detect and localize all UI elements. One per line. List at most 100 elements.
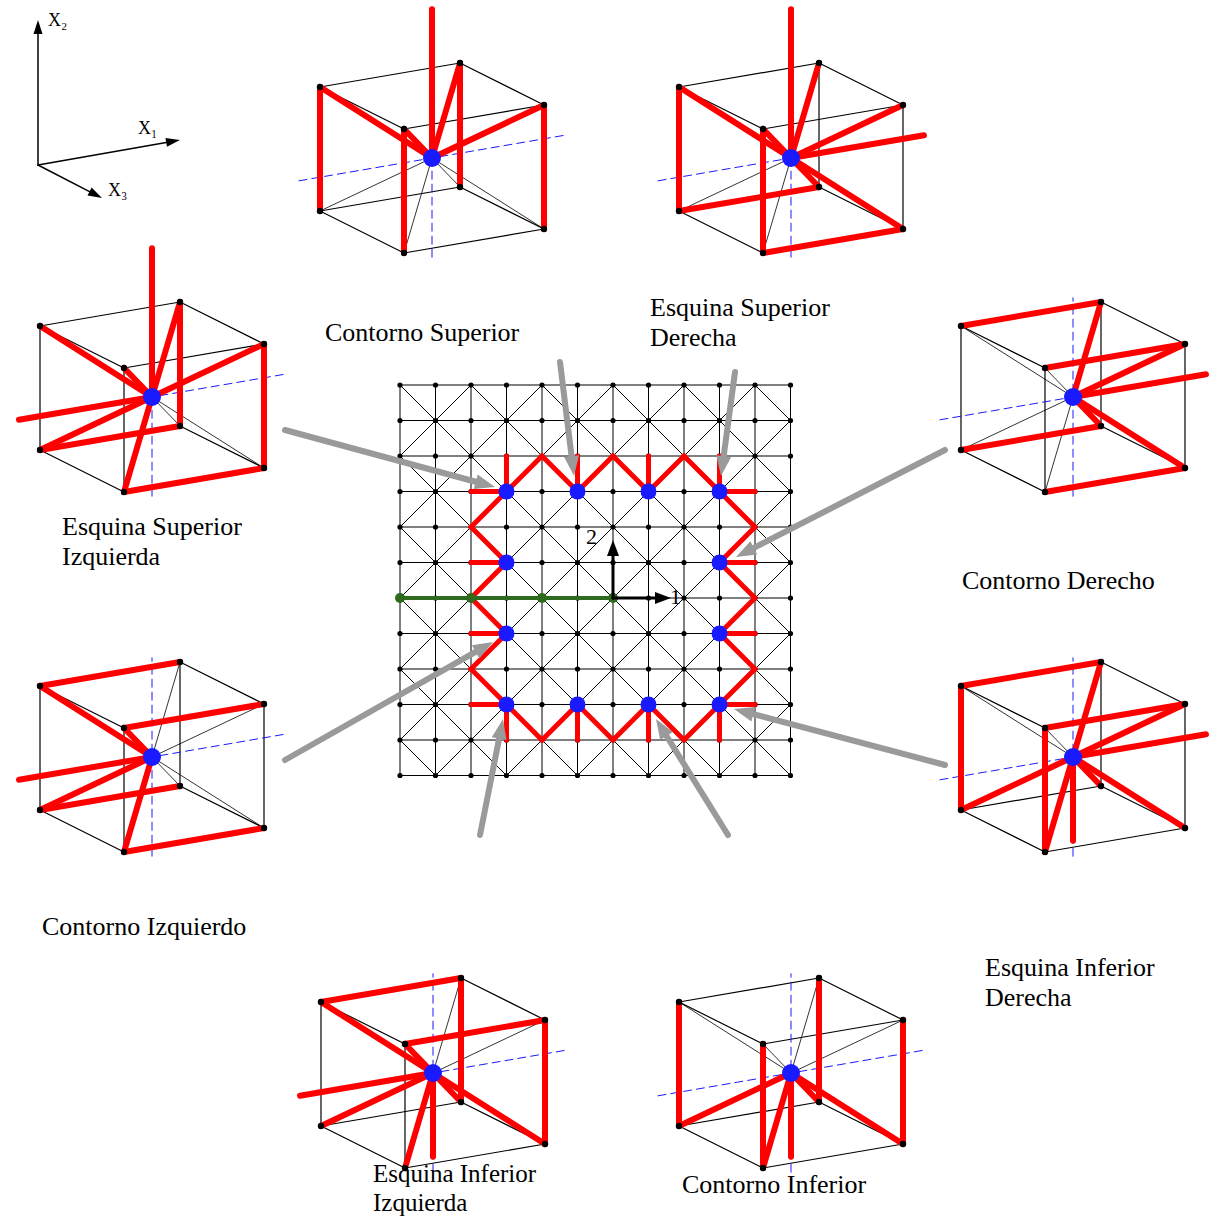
interface-bar <box>300 1073 433 1096</box>
interface-bar <box>1042 728 1048 852</box>
mesh-node <box>717 524 722 529</box>
mesh-diagonal <box>720 385 756 421</box>
interface-bar <box>458 978 464 1102</box>
cube-edge <box>180 662 264 704</box>
interface-bar <box>152 344 264 397</box>
cube-node <box>816 975 822 981</box>
cube-edge <box>1045 468 1185 492</box>
cube-edge <box>263 704 264 828</box>
mesh-diagonal <box>720 740 756 776</box>
mesh-node <box>717 382 722 387</box>
interface-bar <box>676 1002 682 1126</box>
interface-bar <box>816 978 822 1102</box>
mesh-diagonal <box>684 421 720 457</box>
mesh-node <box>646 418 651 423</box>
interface-bar <box>679 87 791 158</box>
leader-arrow-head <box>564 455 579 476</box>
green-node <box>395 593 405 603</box>
cube-node <box>177 423 183 429</box>
interface-bar <box>760 129 766 253</box>
mesh-node <box>504 382 509 387</box>
cube-bar <box>679 1073 791 1126</box>
cube-edge <box>404 1044 405 1168</box>
cube-edge <box>1101 662 1185 704</box>
cube-node <box>121 489 127 495</box>
cube-edge <box>902 1020 903 1144</box>
cube-node <box>1098 299 1104 305</box>
cube-edge <box>404 229 544 253</box>
axis-label: X₂ <box>48 10 67 31</box>
mesh-diagonal <box>578 740 614 776</box>
interface-bar <box>763 1073 791 1168</box>
local-axis-arrow-head <box>607 540 619 556</box>
cube-edge <box>124 828 264 852</box>
mesh-node <box>575 773 580 778</box>
mesh-node <box>539 702 544 707</box>
cube-edge <box>763 1020 903 1044</box>
mesh-node <box>575 418 580 423</box>
mesh-node <box>433 418 438 423</box>
mesh-diagonal <box>436 421 472 457</box>
mesh-node <box>681 773 686 778</box>
cube-edge <box>459 63 460 187</box>
mesh-diagonal <box>436 740 472 776</box>
mesh-line <box>506 385 507 776</box>
mesh-diagonal <box>755 385 791 421</box>
mesh-node <box>788 489 793 494</box>
mesh-diagonal <box>400 385 436 421</box>
interface-bar <box>124 704 264 728</box>
mesh-node <box>504 418 509 423</box>
interface-bar <box>961 662 1101 686</box>
cube-node <box>37 683 43 689</box>
cube-edge <box>405 1020 545 1044</box>
interface-bar <box>1045 468 1185 492</box>
cube-bar <box>320 87 432 158</box>
interface-node <box>143 748 161 766</box>
mesh-diagonal <box>755 492 791 528</box>
cube-bar <box>791 158 903 229</box>
mesh-node <box>788 560 793 565</box>
cube-edge <box>263 344 264 468</box>
mesh-diagonal <box>542 634 578 670</box>
cube-node <box>318 999 324 1005</box>
cube-node <box>1182 341 1188 347</box>
mesh-line <box>400 562 791 563</box>
mesh-diagonal <box>755 669 791 705</box>
cube-node <box>900 1141 906 1147</box>
mesh-line <box>684 385 685 776</box>
cube-node <box>760 1041 766 1047</box>
cube-node <box>541 102 547 108</box>
cube-edge <box>818 978 819 1102</box>
interface-bar <box>124 757 152 852</box>
interface-bar <box>1073 734 1206 757</box>
mesh-node <box>575 524 580 529</box>
cube-edge <box>180 426 264 468</box>
cube-edge <box>961 810 1045 852</box>
mesh-node <box>788 737 793 742</box>
cube-node <box>121 849 127 855</box>
mesh-node <box>788 702 793 707</box>
mesh-diagonal <box>400 634 436 670</box>
cube-edge <box>179 662 180 786</box>
mesh-diagonal <box>436 598 472 634</box>
leader-arrow <box>560 362 572 456</box>
mesh-node <box>646 560 651 565</box>
interface-node <box>423 149 441 167</box>
cube-edge <box>762 129 763 253</box>
mesh-node <box>752 453 757 458</box>
local-axis-arrow-head <box>655 592 671 604</box>
mesh-node <box>397 773 402 778</box>
interface-bar <box>900 1020 906 1144</box>
cube-bar <box>679 1002 791 1073</box>
mesh-diagonal <box>578 563 614 599</box>
interface-bar <box>1045 757 1073 852</box>
mesh-node <box>539 489 544 494</box>
cube-edge <box>123 368 124 492</box>
interface-bar <box>401 129 407 253</box>
mesh-diagonal <box>613 634 649 670</box>
interface-bar <box>1070 757 1076 841</box>
interface-node <box>712 626 728 642</box>
cube-node <box>676 999 682 1005</box>
mesh-node <box>788 666 793 671</box>
mesh-node <box>539 418 544 423</box>
